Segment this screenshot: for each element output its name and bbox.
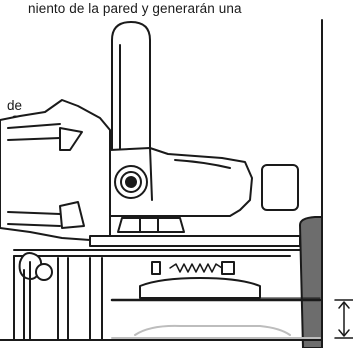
wall-base-block xyxy=(299,216,323,348)
lower-clamp xyxy=(59,201,85,229)
base-plate xyxy=(89,235,301,247)
housing-rib xyxy=(7,223,61,227)
housing-rib xyxy=(7,123,61,129)
upper-handle xyxy=(111,21,151,166)
dimension-arrow-down xyxy=(338,329,350,337)
guard-box xyxy=(261,164,299,211)
dimension-arrow-up xyxy=(338,301,350,309)
motor-housing xyxy=(0,99,111,241)
gear-contour xyxy=(174,159,231,169)
housing-rib xyxy=(7,137,61,141)
upper-clamp xyxy=(59,127,83,151)
caption-text-line: niento de la pared y generarán una xyxy=(28,1,242,16)
spring-mount xyxy=(151,261,161,275)
base-lever xyxy=(117,217,185,233)
blade-flange xyxy=(139,277,261,299)
spring-end xyxy=(221,261,235,275)
pivot-knob-center xyxy=(125,176,137,188)
housing-rib xyxy=(7,211,61,215)
caption-fragment-de: de xyxy=(6,98,22,113)
depth-knob-cap xyxy=(35,263,53,281)
gear-seam xyxy=(149,147,153,201)
lower-position-ghost xyxy=(134,324,291,336)
spring-coil xyxy=(169,263,223,273)
